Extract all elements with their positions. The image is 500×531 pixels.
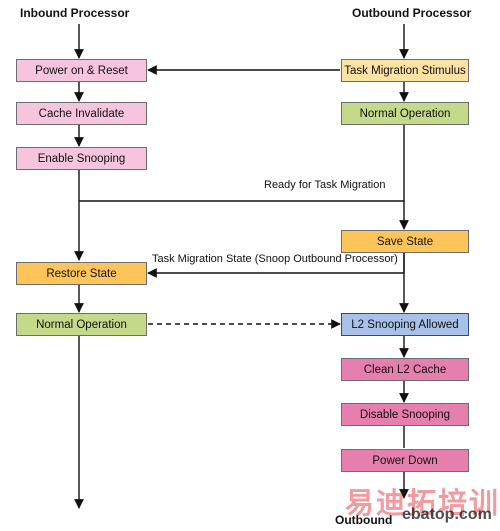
watermark-text: 易迪拓培训	[345, 488, 500, 520]
task-migration-stimulus-box: Task Migration Stimulus	[341, 59, 469, 82]
l2-snooping-allowed-box: L2 Snooping Allowed	[341, 313, 469, 336]
inbound-processor-title: Inbound Processor	[20, 6, 130, 20]
arrow-ready-for-migration	[79, 200, 409, 230]
enable-snooping-box: Enable Snooping	[16, 147, 147, 170]
watermark-url: ebatop.com	[402, 506, 492, 523]
outbound-bottom-title: Outbound	[335, 513, 393, 527]
ready-for-task-migration-label: Ready for Task Migration	[264, 179, 386, 191]
save-state-box: Save State	[341, 230, 469, 253]
cache-invalidate-box: Cache Invalidate	[16, 102, 147, 125]
inbound-normal-operation-box: Normal Operation	[16, 313, 147, 336]
clean-l2-cache-box: Clean L2 Cache	[341, 358, 469, 381]
task-migration-state-label: Task Migration State (Snoop Outbound Pro…	[152, 253, 398, 265]
power-down-box: Power Down	[341, 449, 469, 472]
outbound-normal-operation-box: Normal Operation	[341, 102, 469, 125]
outbound-processor-title: Outbound Processor	[352, 6, 472, 20]
restore-state-box: Restore State	[16, 262, 147, 285]
disable-snooping-box: Disable Snooping	[341, 403, 469, 426]
power-on-reset-box: Power on & Reset	[16, 59, 147, 82]
